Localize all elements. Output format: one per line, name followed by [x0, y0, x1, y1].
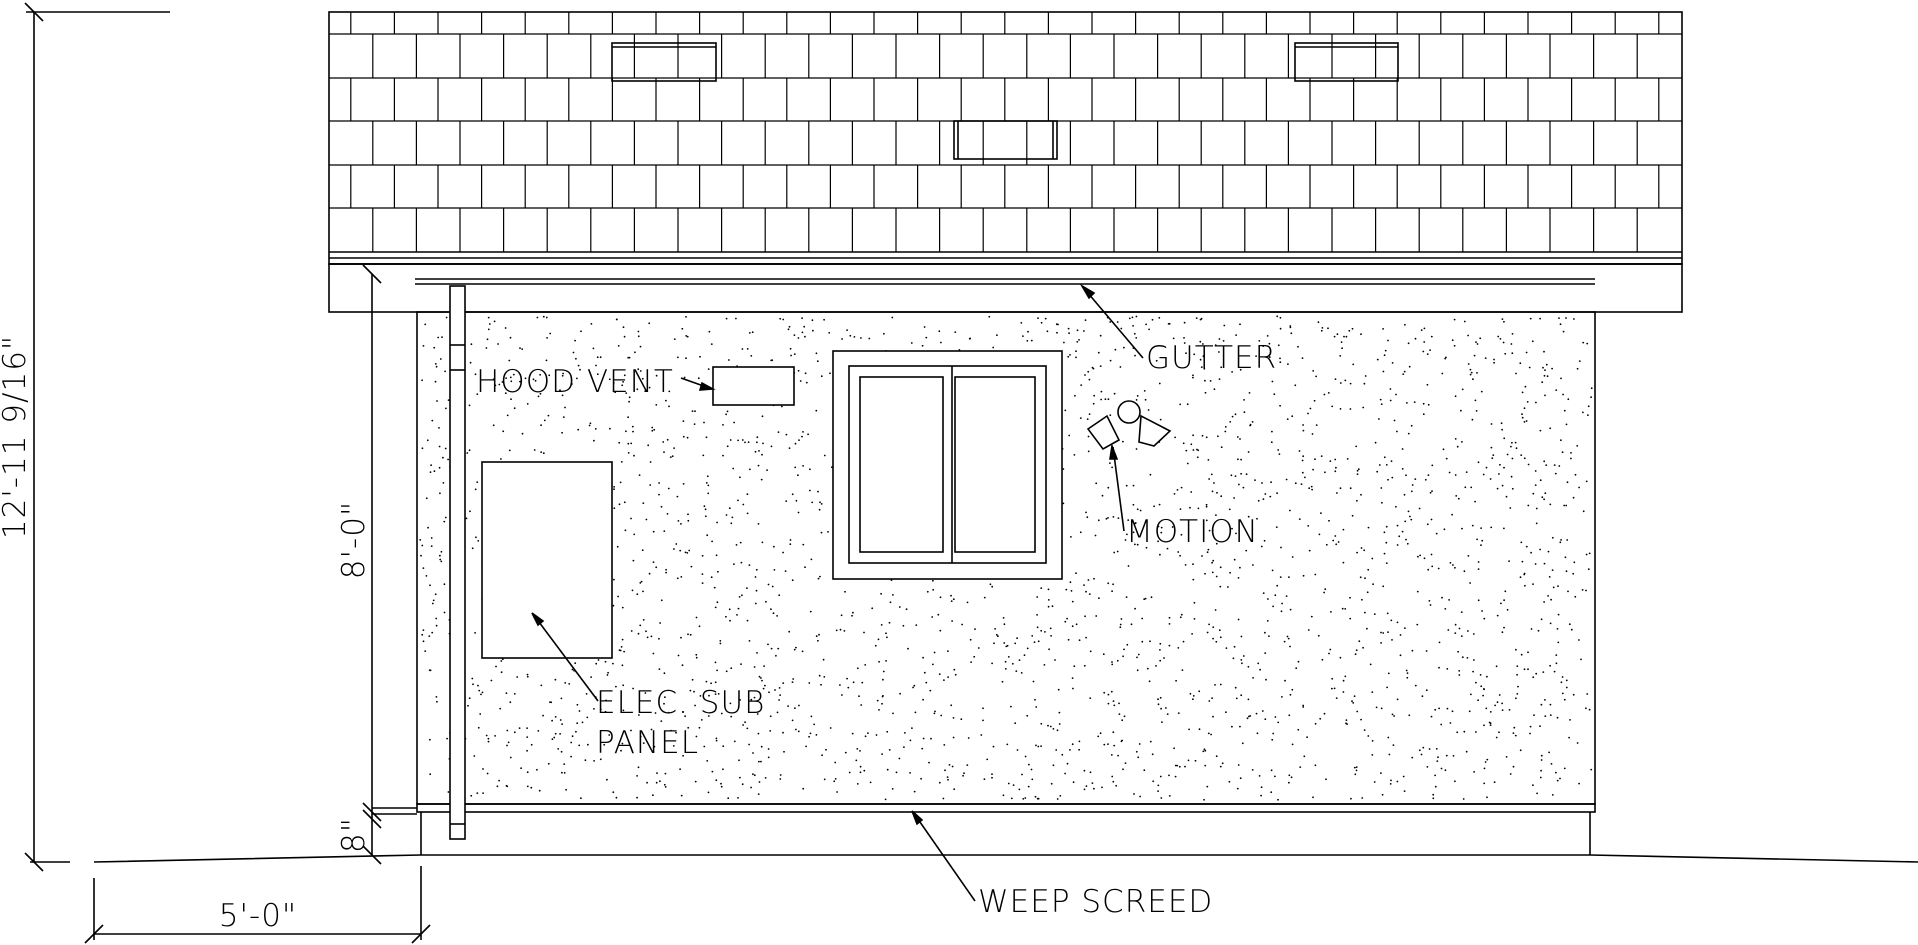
motion-label: MOTION — [1126, 514, 1259, 550]
ground-line — [30, 854, 1918, 863]
horizontal-dimension-text: 5'-0" — [219, 898, 297, 934]
motion-light — [1086, 400, 1172, 451]
elec-panel-leader — [531, 612, 599, 702]
elec-sub-panel-label-line2: PANEL — [596, 725, 699, 761]
gutter-leader — [1079, 283, 1144, 359]
motion-leader — [1109, 442, 1125, 532]
hood-vent-label: HOOD VENT — [476, 364, 674, 400]
roof-vent-right — [1294, 42, 1399, 82]
roof-vent-center — [953, 120, 1058, 160]
weep-screed-leader — [911, 810, 976, 902]
window — [832, 350, 1063, 580]
roof — [328, 11, 1683, 265]
gutter-label: GUTTER — [1146, 340, 1277, 376]
gutter — [328, 263, 1683, 313]
weep-screed-label: WEEP SCREED — [978, 884, 1213, 920]
electrical-sub-panel — [481, 461, 613, 659]
base-height-dimension-text: 8" — [336, 817, 372, 853]
hood-vent-leader — [680, 377, 716, 391]
wall-height-dimension-text: 8'-0" — [336, 501, 372, 579]
overall-height-dimension-text: 12'-11 9/16" — [0, 335, 33, 539]
leaders — [531, 283, 1144, 902]
elec-sub-panel-label-line1: ELEC. SUB — [596, 685, 765, 721]
downspout — [449, 285, 466, 840]
roof-vent-left — [611, 42, 717, 82]
roof-shingles — [329, 12, 1682, 252]
weep-screed-strip — [416, 803, 1596, 813]
roof-outline — [328, 11, 1683, 265]
dimension-lines — [24, 2, 431, 944]
hood-vent — [712, 366, 795, 406]
